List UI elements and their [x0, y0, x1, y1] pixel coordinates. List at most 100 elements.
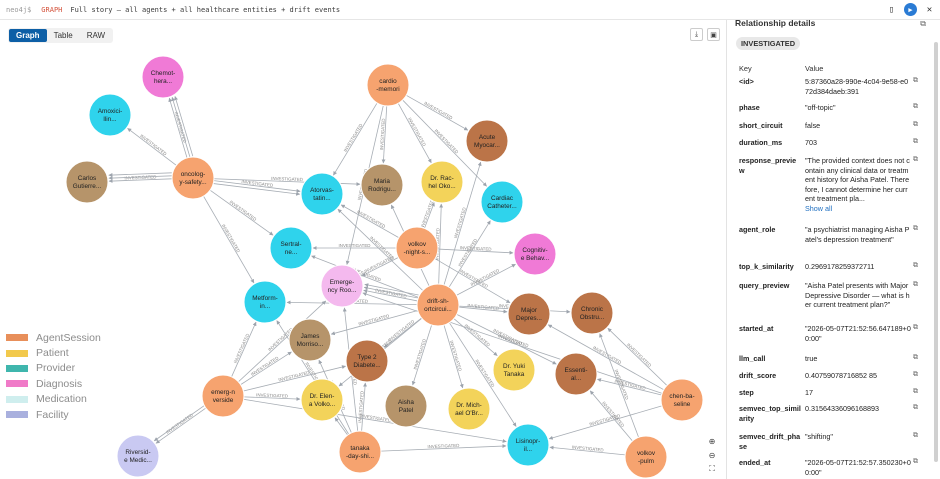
copy-icon[interactable]: ⧉ [913, 77, 918, 84]
node-circle[interactable] [88, 93, 132, 137]
copy-icon[interactable]: ⧉ [913, 281, 918, 288]
node-circle[interactable] [65, 160, 109, 204]
download-icon[interactable]: ⤓ [690, 28, 703, 41]
relationship-edge[interactable] [155, 407, 207, 444]
copy-icon[interactable]: ⧉ [913, 432, 918, 439]
relationship-edge[interactable] [334, 417, 348, 436]
node-circle[interactable] [624, 435, 668, 479]
graph-node-emergency[interactable]: Emerge-ncy Roo... [320, 264, 364, 308]
graph-node-amox[interactable]: Amoxici-llin... [88, 93, 132, 137]
show-all-link[interactable]: Show all [805, 203, 833, 213]
relationship-edge[interactable] [402, 99, 487, 187]
graph-svg[interactable]: INVESTIGATEDINVESTIGATEDINVESTIGATEDINVE… [0, 20, 726, 479]
node-circle[interactable] [395, 226, 439, 270]
relationship-edge[interactable] [443, 325, 464, 389]
relationship-edge[interactable] [330, 310, 418, 336]
relationship-edge[interactable] [240, 351, 292, 385]
node-circle[interactable] [554, 352, 598, 396]
node-circle[interactable] [447, 387, 491, 431]
node-circle[interactable] [660, 378, 704, 422]
node-circle[interactable] [513, 232, 557, 276]
graph-node-lisinopril[interactable]: Lisinopr-il... [506, 423, 550, 467]
tab-raw[interactable]: RAW [86, 31, 106, 40]
node-circle[interactable] [570, 291, 614, 335]
relationship-edge[interactable] [547, 324, 664, 391]
relationship-edge[interactable] [424, 202, 435, 229]
relationship-edge[interactable] [209, 189, 274, 236]
node-circle[interactable] [141, 55, 185, 99]
copy-icon[interactable]: ⧉ [913, 103, 918, 110]
node-circle[interactable] [116, 434, 160, 478]
relationship-edge[interactable] [340, 204, 399, 238]
relationship-edge[interactable] [362, 292, 663, 394]
node-circle[interactable] [288, 318, 332, 362]
collapse-panel-icon[interactable]: ⧉ [920, 19, 926, 28]
relationship-edge[interactable] [231, 321, 257, 377]
node-circle[interactable] [338, 430, 382, 474]
relationship-edge[interactable] [548, 405, 662, 440]
relationship-edge[interactable] [361, 382, 368, 432]
relationship-edge[interactable] [108, 172, 172, 178]
graph-node-volkovpulm[interactable]: volkov-pulm [624, 435, 668, 479]
graph-node-type2[interactable]: Type 2Diabete... [345, 339, 389, 383]
graph-node-chenbase[interactable]: chen-ba-seline [660, 378, 704, 422]
node-circle[interactable] [360, 163, 404, 207]
relationship-edge[interactable] [108, 175, 172, 181]
relationship-edge[interactable] [168, 97, 188, 158]
relationship-edge[interactable] [456, 314, 557, 365]
graph-node-riverside[interactable]: Riversid-e Medic... [116, 434, 160, 478]
run-query-icon[interactable]: ▶ [904, 3, 917, 16]
graph-node-michael[interactable]: Dr. Mich-ael O'Br... [447, 387, 491, 431]
relationship-edge[interactable] [213, 183, 301, 196]
graph-node-elena[interactable]: Dr. Elen-a Volko... [300, 378, 344, 422]
relationship-edge[interactable] [438, 203, 444, 285]
relationship-edge[interactable] [337, 208, 424, 291]
fit-view-icon[interactable]: ⛶ [709, 464, 715, 473]
bookmark-icon[interactable]: ▯ [888, 4, 895, 15]
relationship-edge[interactable] [406, 94, 469, 131]
relationship-edge[interactable] [243, 365, 346, 392]
node-circle[interactable] [465, 119, 509, 163]
copy-icon[interactable]: ⧉ [913, 324, 918, 331]
node-circle[interactable] [492, 348, 536, 392]
relationship-edge[interactable] [384, 317, 422, 348]
node-circle[interactable] [366, 63, 410, 107]
relationship-edge[interactable] [153, 405, 205, 442]
relationship-edge[interactable] [243, 396, 301, 401]
graph-node-metform[interactable]: Metform-in... [243, 280, 287, 324]
relationship-edge[interactable] [437, 248, 514, 255]
node-circle[interactable] [300, 172, 344, 216]
node-circle[interactable] [300, 378, 344, 422]
pin-icon[interactable]: ✕ [926, 4, 933, 15]
node-circle[interactable] [243, 280, 287, 324]
copy-icon[interactable]: ⧉ [913, 354, 918, 361]
graph-node-majordep[interactable]: MajorDepres... [507, 292, 551, 336]
copy-icon[interactable]: ⧉ [913, 156, 918, 163]
relationship-edge[interactable] [434, 258, 511, 304]
graph-node-acute[interactable]: AcuteMyocar... [465, 119, 509, 163]
tab-table[interactable]: Table [53, 31, 73, 40]
relationship-edge[interactable] [363, 286, 419, 299]
copy-icon[interactable]: ⧉ [913, 138, 918, 145]
relationship-edge[interactable] [443, 161, 482, 285]
relationship-edge[interactable] [203, 195, 255, 284]
relationship-edge[interactable] [238, 300, 327, 383]
query-text[interactable]: Full story — all agents + all healthcare… [70, 5, 341, 14]
relationship-edge[interactable] [364, 283, 419, 296]
relationship-edge[interactable] [449, 322, 517, 427]
graph-node-chronic[interactable]: ChronicObstru... [570, 291, 614, 335]
node-circle[interactable] [416, 283, 460, 327]
graph-node-sertral[interactable]: Sertral-ne... [269, 226, 313, 270]
node-circle[interactable] [507, 292, 551, 336]
node-circle[interactable] [320, 264, 364, 308]
graph-node-racheloko[interactable]: Dr. Rac-hel Oko... [420, 160, 464, 204]
copy-icon[interactable]: ⧉ [913, 458, 918, 465]
relationship-edge[interactable] [108, 178, 173, 184]
relationship-edge[interactable] [333, 102, 378, 176]
relationship-edge[interactable] [363, 289, 418, 302]
graph-node-essential[interactable]: Essenti-al... [554, 352, 598, 396]
graph-node-atorva[interactable]: Atorvas-tatin... [300, 172, 344, 216]
